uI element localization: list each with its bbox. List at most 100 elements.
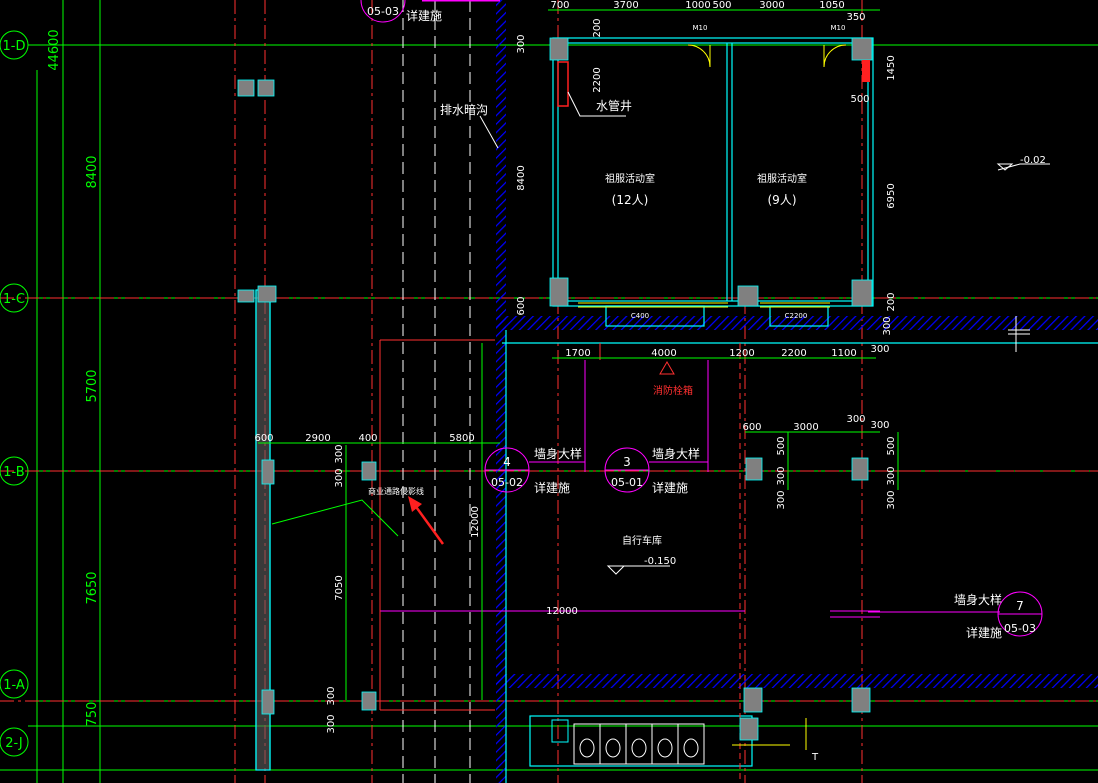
top-dim: 350 (846, 12, 865, 23)
axis-1a: 1-A (0, 669, 29, 699)
mid-dim: 3000 (793, 422, 818, 433)
mid-dim: 2200 (781, 348, 806, 359)
room-right-capacity: (9人) (768, 193, 797, 207)
top-dim: 3000 (759, 0, 784, 11)
mid-dim: 300 (870, 344, 889, 355)
dim-label: 2200 (592, 67, 603, 92)
mid-dim: 1700 (565, 348, 590, 359)
door-tag: M10 (693, 24, 708, 32)
column (743, 687, 763, 713)
mid-dim: 300 (870, 420, 889, 431)
column (851, 457, 869, 481)
right-markers (1008, 316, 1030, 352)
window-tag: C400 (631, 312, 649, 320)
room-right: 祖服活动室 (9人) (757, 172, 807, 207)
v-dim: 12000 (470, 506, 481, 538)
dim-label: 200 (886, 292, 897, 311)
svg-text:7: 7 (1016, 599, 1024, 613)
drain-label: 排水暗沟 (440, 102, 488, 117)
room-left-capacity: (12人) (612, 193, 649, 207)
svg-text:05-03: 05-03 (1004, 622, 1036, 635)
left-dimensions: 44600 8400 5700 7650 750 (47, 29, 100, 726)
column (549, 37, 569, 61)
axis-1c: 1-C (0, 283, 29, 313)
magenta-lines (380, 0, 1000, 618)
column (739, 717, 759, 741)
mid-dimensions: 1700 4000 1200 2200 1100 300 600 2900 40… (254, 344, 897, 734)
column (851, 279, 873, 307)
v-dim: 300 (776, 466, 787, 485)
callout-3-sub: 详建施 (652, 480, 688, 495)
warning-icon (659, 361, 675, 375)
dim-lines (271, 343, 899, 700)
room-right-name: 祖服活动室 (757, 172, 807, 185)
column (737, 285, 759, 307)
column (851, 37, 873, 61)
dim-label: 300 (882, 316, 893, 335)
dim-label: 200 (592, 18, 603, 37)
water-well-label: 水管井 (596, 98, 632, 113)
door-tag: M10 (831, 24, 846, 32)
dim-total: 44600 (47, 29, 62, 70)
mid-dim: 300 (846, 414, 865, 425)
callout-4-sub: 详建施 (534, 480, 570, 495)
hatched-walls (496, 0, 1098, 783)
notes: 消防栓箱 自行车库 -0.150 商业通路侵影线 T (368, 361, 819, 763)
top-dim: 3700 (613, 0, 638, 11)
section-mark: T (811, 752, 819, 763)
column (237, 79, 255, 97)
axis-2j: 2-J (0, 727, 29, 757)
top-dim: 1000 (685, 0, 710, 11)
column (549, 277, 569, 307)
elevation-center: -0.150 (644, 556, 676, 567)
mid-dim: 600 (254, 433, 273, 444)
bike-area: 自行车库 (622, 534, 662, 547)
callout-top-bubble (360, 0, 406, 23)
callout-7: 7 05-03 墙身大样 详建施 (954, 591, 1043, 640)
walls (255, 37, 1098, 783)
column (237, 289, 255, 303)
svg-text:1-A: 1-A (3, 678, 25, 693)
top-dim: 700 (550, 0, 569, 11)
door-windows (578, 44, 847, 746)
mid-dim: 2900 (305, 433, 330, 444)
mid-dim: 1100 (831, 348, 856, 359)
toilet-fixtures (551, 719, 705, 765)
mid-dim: 5800 (449, 433, 474, 444)
svg-text:4: 4 (503, 455, 511, 469)
room-left-name: 祖服活动室 (605, 172, 655, 185)
svg-text:1-D: 1-D (3, 39, 26, 54)
svg-text:3: 3 (623, 455, 631, 469)
window-tag: C2200 (785, 312, 808, 320)
v-dim: 500 (886, 436, 897, 455)
column (745, 457, 763, 481)
callout-top-text: 详建施 (406, 8, 442, 23)
axis-1d: 1-D (0, 30, 29, 60)
h-dim: 12000 (546, 606, 578, 617)
elevation-symbol (606, 565, 626, 575)
callout-4: 4 05-02 墙身大样 详建施 (484, 446, 585, 495)
dim-label: 300 (516, 34, 527, 53)
red-lines (379, 339, 1098, 783)
axis-1b: 1-B (0, 456, 29, 486)
room-left: 祖服活动室 (12人) (605, 172, 655, 207)
column (257, 285, 277, 303)
column (257, 79, 275, 97)
svg-text:05-02: 05-02 (491, 476, 523, 489)
column (361, 461, 377, 481)
v-dim: 7050 (334, 575, 345, 600)
mid-dim: 400 (358, 433, 377, 444)
red-arrow-icon (408, 496, 445, 545)
dim-label: 1450 (886, 55, 897, 80)
svg-text:1-C: 1-C (3, 292, 25, 307)
v-dim: 300 (334, 444, 345, 463)
dim-label: 6950 (886, 183, 897, 208)
v-dim: 300 (326, 714, 337, 733)
upper-labels: 300 200 2200 8400 600 1450 500 6950 200 … (367, 5, 1046, 336)
mid-dim: 600 (742, 422, 761, 433)
mid-dim: 4000 (651, 348, 676, 359)
elevation-label: -0.02 (1020, 155, 1046, 166)
top-dim: 500 (712, 0, 731, 11)
